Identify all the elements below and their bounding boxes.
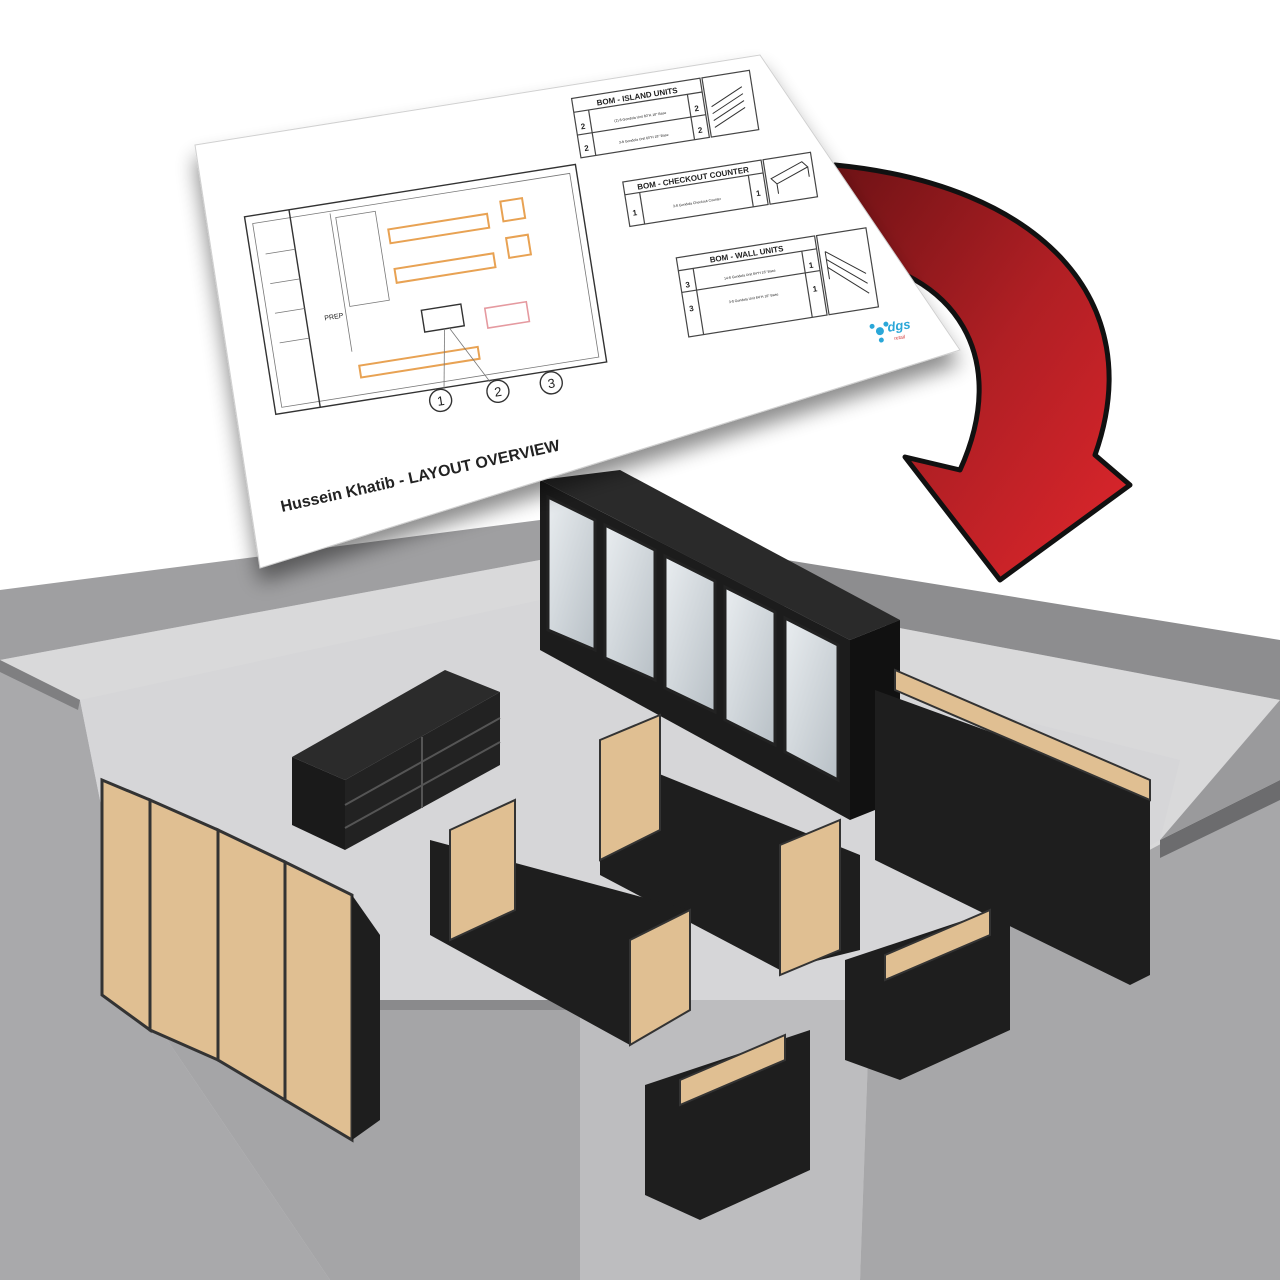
dgs-logo-icon: dgs retail	[869, 316, 911, 343]
right-wall-corner	[1160, 700, 1280, 840]
wall-unit-icon	[824, 251, 870, 294]
logo-subtext: retail	[894, 334, 906, 342]
callout-3: 3	[547, 375, 556, 391]
right-wall	[860, 780, 1280, 1280]
wall-unit-right	[875, 668, 1151, 985]
bom-checkout-row1-item: 1	[632, 208, 638, 218]
logo-text: dgs	[886, 316, 911, 334]
bom-island-row2-qty: 2	[697, 125, 703, 135]
bom-checkout-row1-desc: 3-ft Gondola Checkout Counter	[673, 197, 722, 209]
bom-island-row1-qty: 2	[694, 104, 700, 114]
gondola-island-3	[845, 905, 1010, 1080]
right-wall-top	[1160, 780, 1280, 858]
bom-island-row2-desc: 3-ft Gondola Unit 60"H 18" Base	[619, 133, 669, 145]
bom-wall-row2-item: 3	[689, 304, 695, 314]
bom-wall-row1-qty: 1	[808, 261, 814, 271]
wall-unit-left	[100, 777, 380, 1143]
bom-island-row2-item: 2	[584, 143, 590, 153]
bom-island-row1-item: 2	[580, 122, 586, 132]
left-wall	[0, 660, 330, 1280]
bom-wall-row2-desc: 3-ft Gondola Unit 84"H 16" Base	[728, 292, 778, 304]
checkout-counter-icon	[770, 161, 810, 194]
curved-arrow-icon	[832, 162, 1133, 583]
bom-wall-row2-qty: 1	[812, 284, 818, 294]
island-unit-icon	[711, 86, 746, 128]
gondola-island-4	[645, 1030, 810, 1220]
back-wall-left	[0, 520, 540, 660]
floor-plan: 1 2 3 PREP	[243, 163, 608, 416]
bom-wall-row1-item: 3	[685, 280, 691, 290]
glass-door-freezer	[540, 470, 900, 820]
layout-sheet: 1 2 3 PREP BOM - ISLAND UNITS 2 (2) 8-Go…	[194, 54, 961, 569]
gondola-island-1	[599, 713, 860, 977]
gondola-island-2	[430, 798, 691, 1047]
sheet-paper	[194, 54, 961, 569]
freezer-doors	[546, 494, 840, 783]
callout-1: 1	[436, 393, 445, 409]
checkout-counter	[292, 670, 501, 850]
bom-checkout-row1-qty: 1	[755, 189, 761, 199]
callout-2: 2	[493, 384, 502, 400]
left-wall-top	[0, 660, 80, 710]
room-label: PREP	[324, 313, 344, 323]
